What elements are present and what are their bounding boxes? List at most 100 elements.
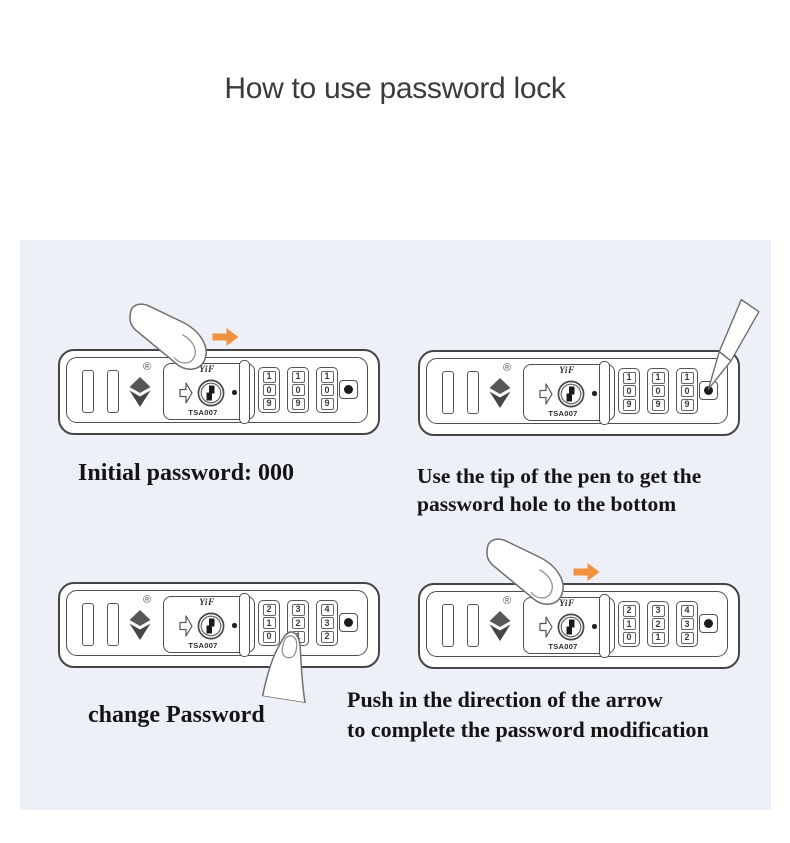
gem-logo-icon (489, 611, 511, 641)
slide-button (239, 360, 250, 424)
rivet-slot (467, 371, 479, 414)
indicator-dot (592, 624, 597, 629)
dial-digit: 2 (651, 618, 665, 630)
instruction-panel: ® YiF TSA007 1 0 9 1 0 9 1 0 (20, 240, 771, 810)
step-caption-reset-hole: Use the tip of the pen to get the passwo… (417, 462, 701, 518)
caption-line: to complete the password modification (347, 717, 709, 742)
password-dial: 4 3 2 (676, 601, 698, 647)
dial-digit: 0 (622, 631, 636, 644)
lock-inner-plate (66, 590, 368, 656)
reset-button (699, 614, 718, 633)
caption-line: Initial password: 000 (78, 460, 295, 486)
caption-line: password hole to the bottom (417, 492, 677, 516)
dial-digit: 1 (680, 371, 694, 384)
keyhole-icon (197, 612, 225, 640)
password-dial: 1 0 9 (258, 367, 280, 413)
gem-logo-icon (129, 610, 151, 640)
unlock-arrow-icon (179, 615, 193, 637)
brand-label: YiF (559, 599, 575, 609)
step-caption-initial-password: Initial password: 000 (78, 460, 294, 487)
dial-digit: 2 (262, 603, 276, 616)
caption-line: change Password (88, 702, 265, 728)
dial-digit: 0 (651, 385, 665, 397)
lock-illustration-step4: ® YiF TSA007 2 1 0 3 2 1 4 3 (418, 583, 740, 669)
pen-icon (707, 298, 760, 390)
reset-button-dot (343, 617, 354, 628)
indicator-dot (232, 390, 237, 395)
reset-button-dot (343, 384, 354, 395)
registered-mark: ® (503, 362, 512, 374)
registered-mark: ® (503, 595, 512, 607)
dial-digit: 1 (622, 618, 636, 630)
slide-button (599, 594, 610, 658)
registered-mark: ® (143, 594, 152, 606)
password-dial: 3 2 1 (647, 601, 669, 647)
model-label: TSA007 (548, 409, 578, 418)
dial-digit: 1 (262, 370, 276, 383)
rivet-slot (82, 603, 94, 646)
step-caption-change-password: change Password (88, 702, 265, 729)
dial-digit: 0 (262, 630, 276, 643)
caption-line: Push in the direction of the arrow (347, 687, 663, 712)
unlock-arrow-icon (539, 616, 553, 638)
lock-inner-plate (426, 358, 728, 424)
finger-icon (261, 631, 306, 704)
rivet-slot (442, 371, 454, 414)
password-dial: 1 0 9 (316, 367, 338, 413)
dial-digit: 0 (320, 384, 334, 396)
lock-inner-plate (66, 357, 368, 423)
lock-illustration-step3: ® YiF TSA007 2 1 0 3 2 1 4 3 (58, 582, 380, 668)
slide-button (239, 593, 250, 657)
gem-logo-icon (489, 378, 511, 408)
dial-digit: 3 (651, 604, 665, 617)
reset-button (699, 381, 718, 400)
dial-digit: 9 (291, 397, 305, 410)
dial-digit: 4 (680, 604, 694, 617)
password-dial: 2 1 0 (618, 601, 640, 647)
dial-digit: 2 (622, 604, 636, 617)
caption-line: Use the tip of the pen to get the (417, 464, 702, 488)
finger-icon (486, 538, 564, 605)
reset-button-dot (703, 618, 714, 629)
page-title: How to use password lock (224, 72, 566, 105)
dial-digit: 0 (680, 385, 694, 397)
password-dial: 1 0 9 (287, 367, 309, 413)
dial-digit: 3 (320, 617, 334, 629)
model-label: TSA007 (188, 641, 218, 650)
password-dial: 1 0 9 (676, 368, 698, 414)
model-label: TSA007 (548, 642, 578, 651)
password-dial: 1 0 9 (647, 368, 669, 414)
lock-illustration-step2: ® YiF TSA007 1 0 9 1 0 9 1 0 (418, 350, 740, 436)
dial-digit: 0 (262, 384, 276, 396)
dial-digit: 1 (291, 370, 305, 383)
indicator-dot (232, 623, 237, 628)
reset-button (339, 380, 358, 399)
dial-digit: 2 (680, 631, 694, 644)
reset-button (339, 613, 358, 632)
lock-inner-plate (426, 591, 728, 657)
dial-digit: 1 (320, 370, 334, 383)
password-dial: 2 1 0 (258, 600, 280, 646)
step-caption-confirm-modification: Push in the direction of the arrow to co… (347, 685, 709, 745)
brand-label: YiF (199, 598, 215, 608)
dial-digit: 1 (622, 371, 636, 384)
dial-digit: 9 (262, 397, 276, 410)
finger-icon (129, 303, 207, 370)
rivet-slot (107, 370, 119, 413)
indicator-dot (592, 391, 597, 396)
dial-digit: 9 (651, 398, 665, 411)
slide-button (599, 361, 610, 425)
dial-digit: 2 (320, 630, 334, 643)
keyhole-icon (197, 379, 225, 407)
direction-arrow-icon (573, 563, 600, 581)
dial-digit: 0 (622, 385, 636, 397)
direction-arrow-icon (212, 328, 239, 346)
reset-button-dot (703, 385, 714, 396)
rivet-slot (82, 370, 94, 413)
dial-digit: 0 (291, 384, 305, 396)
dial-digit: 9 (622, 398, 636, 411)
rivet-slot (442, 604, 454, 647)
registered-mark: ® (143, 361, 152, 373)
keyhole-icon (557, 380, 585, 408)
password-dial: 4 3 2 (316, 600, 338, 646)
